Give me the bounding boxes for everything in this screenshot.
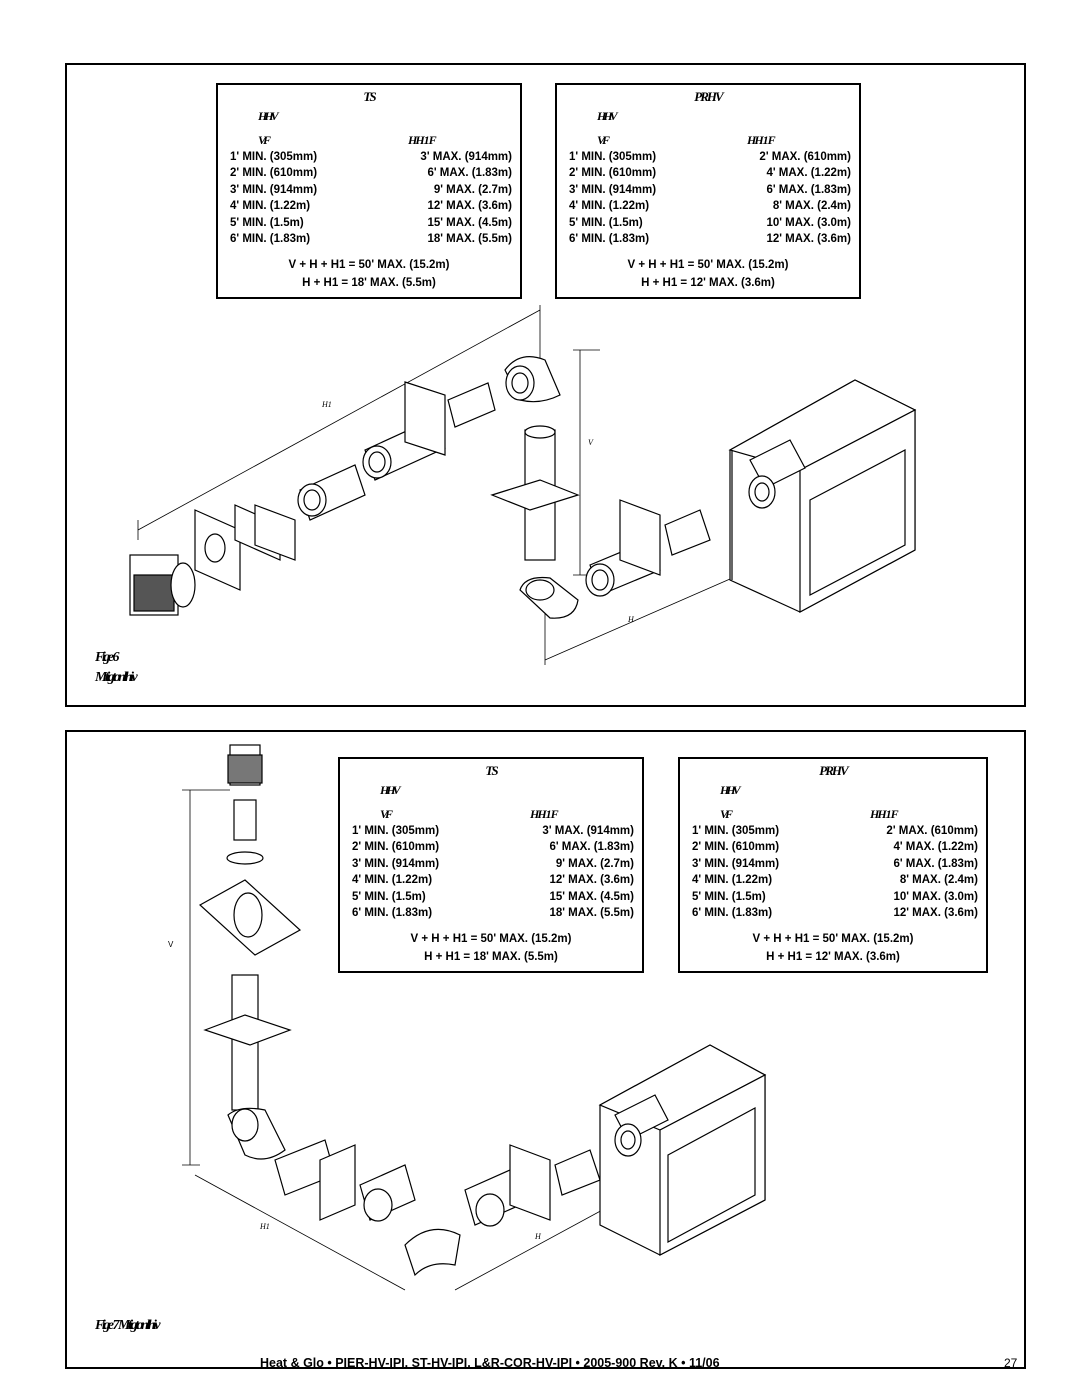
- figure-6-caption: Fige 6: [95, 650, 119, 665]
- spec-row: 5' MIN. (1.5m)15' MAX. (4.5m): [352, 890, 634, 903]
- col-header-v: VF: [258, 133, 271, 147]
- page-number: 27: [1004, 1356, 1018, 1370]
- spec-box-top-right: PRHV HHV VF HH 1 F 1' MIN. (305mm)2' MAX…: [555, 83, 861, 299]
- spec-box-top-left: TS HHV VF HH 1 F 1' MIN. (305mm)3' MAX. …: [216, 83, 522, 299]
- spec-row: 1' MIN. (305mm)3' MAX. (914mm): [352, 825, 634, 837]
- spec-row: 3' MIN. (914mm)9' MAX. (2.7m): [230, 183, 512, 196]
- spec-row: 1' MIN. (305mm)2' MAX. (610mm): [569, 151, 851, 163]
- spec-title: PRHV: [819, 763, 848, 778]
- figure-7-caption: Fige 7 Mtigtonlhiv: [95, 1318, 161, 1333]
- total-line-2: H + H1 = 12' MAX. (3.6m): [766, 951, 900, 963]
- spec-rows: 1' MIN. (305mm)2' MAX. (610mm) 2' MIN. (…: [690, 823, 978, 921]
- col-header-h: HH 1 F: [530, 807, 559, 821]
- spec-row: 3' MIN. (914mm)9' MAX. (2.7m): [352, 857, 634, 870]
- spec-row: 3' MIN. (914mm)6' MAX. (1.83m): [692, 857, 978, 870]
- spec-row: 6' MIN. (1.83m)18' MAX. (5.5m): [230, 233, 512, 246]
- spec-row: 6' MIN. (1.83m)12' MAX. (3.6m): [569, 233, 851, 246]
- total-line-2: H + H1 = 12' MAX. (3.6m): [641, 277, 775, 289]
- total-line-1: V + H + H1 = 50' MAX. (15.2m): [410, 933, 572, 945]
- figure-6-frame: [65, 63, 1026, 707]
- total-line-2: H + H1 = 18' MAX. (5.5m): [424, 951, 558, 963]
- figure-7-frame: [65, 730, 1026, 1369]
- total-line-1: V + H + H1 = 50' MAX. (15.2m): [288, 259, 450, 271]
- spec-row: 6' MIN. (1.83m)18' MAX. (5.5m): [352, 907, 634, 920]
- v-label-bottom: V: [168, 940, 174, 949]
- spec-row: 5' MIN. (1.5m)15' MAX. (4.5m): [230, 216, 512, 229]
- spec-row: 5' MIN. (1.5m)10' MAX. (3.0m): [692, 890, 978, 903]
- spec-row: 4' MIN. (1.22m)8' MAX. (2.4m): [692, 874, 978, 887]
- h1-dimension-line-bottom: [194, 1174, 406, 1291]
- h-label: H: [628, 615, 634, 624]
- col-header-v: VF: [597, 133, 610, 147]
- spec-rows: 1' MIN. (305mm)3' MAX. (914mm) 2' MIN. (…: [350, 823, 634, 921]
- spec-title: TS: [363, 89, 376, 104]
- col-header-h: HH 1 F: [870, 807, 899, 821]
- col-header-h: HH 1 F: [408, 133, 437, 147]
- spec-rows: 1' MIN. (305mm)2' MAX. (610mm) 2' MIN. (…: [567, 149, 851, 247]
- v-label: V: [588, 438, 593, 447]
- spec-title: TS: [485, 763, 498, 778]
- h1-label-bottom: H1: [260, 1222, 270, 1231]
- spec-row: 1' MIN. (305mm)3' MAX. (914mm): [230, 151, 512, 163]
- spec-row: 2' MIN. (610mm)4' MAX. (1.22m): [692, 841, 978, 854]
- h-dimension-line: [544, 564, 763, 661]
- spec-row: 4' MIN. (1.22m)12' MAX. (3.6m): [230, 200, 512, 213]
- spec-row: 2' MIN. (610mm)6' MAX. (1.83m): [230, 167, 512, 180]
- spec-row: 4' MIN. (1.22m)8' MAX. (2.4m): [569, 200, 851, 213]
- col-header-h: HH 1 F: [747, 133, 776, 147]
- spec-subtitle: HHV: [380, 783, 401, 797]
- spec-row: 3' MIN. (914mm)6' MAX. (1.83m): [569, 183, 851, 196]
- figure-6-caption-line2: Mtigtonlhiv: [95, 670, 138, 685]
- spec-box-bottom-right: PRHV HHV VF HH 1 F 1' MIN. (305mm)2' MAX…: [678, 757, 988, 973]
- footer-text: Heat & Glo • PIER-HV-IPI, ST-HV-IPI, L&R…: [260, 1356, 720, 1370]
- spec-subtitle: HHV: [597, 109, 618, 123]
- spec-subtitle: HHV: [258, 109, 279, 123]
- h1-dimension-line: [137, 309, 541, 531]
- h-label-bottom: H: [535, 1232, 541, 1241]
- spec-box-bottom-left: TS HHV VF HH 1 F 1' MIN. (305mm)3' MAX. …: [338, 757, 644, 973]
- spec-subtitle: HHV: [720, 783, 741, 797]
- spec-row: 5' MIN. (1.5m)10' MAX. (3.0m): [569, 216, 851, 229]
- spec-row: 2' MIN. (610mm)6' MAX. (1.83m): [352, 841, 634, 854]
- spec-rows: 1' MIN. (305mm)3' MAX. (914mm) 2' MIN. (…: [228, 149, 512, 247]
- spec-row: 1' MIN. (305mm)2' MAX. (610mm): [692, 825, 978, 837]
- spec-title: PRHV: [694, 89, 723, 104]
- col-header-v: VF: [720, 807, 733, 821]
- spec-row: 6' MIN. (1.83m)12' MAX. (3.6m): [692, 907, 978, 920]
- spec-row: 4' MIN. (1.22m)12' MAX. (3.6m): [352, 874, 634, 887]
- spec-row: 2' MIN. (610mm)4' MAX. (1.22m): [569, 167, 851, 180]
- total-line-1: V + H + H1 = 50' MAX. (15.2m): [752, 933, 914, 945]
- total-line-1: V + H + H1 = 50' MAX. (15.2m): [627, 259, 789, 271]
- h1-label: H1: [322, 400, 332, 409]
- col-header-v: VF: [380, 807, 393, 821]
- total-line-2: H + H1 = 18' MAX. (5.5m): [302, 277, 436, 289]
